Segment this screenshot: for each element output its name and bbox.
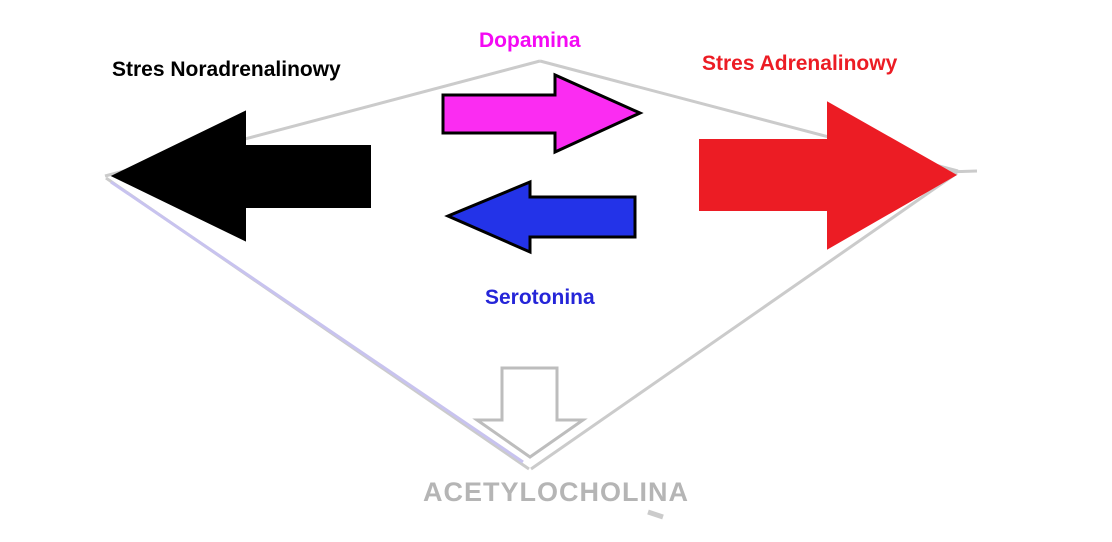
diamond-edge-bottom-right xyxy=(530,171,958,471)
noradrenaline-arrow xyxy=(110,110,371,242)
accent-line xyxy=(110,180,524,464)
dopamine-arrow xyxy=(441,72,644,155)
serotonin-arrow xyxy=(444,179,637,255)
acetylcholine-arrow xyxy=(472,366,588,459)
label-stres-noradrenalinowy: Stres Noradrenalinowy xyxy=(112,58,341,81)
label-stres-adrenalinowy: Stres Adrenalinowy xyxy=(702,52,898,75)
label-acetylocholina: ACETYLOCHOLINA xyxy=(423,477,689,507)
label-dopamina: Dopamina xyxy=(479,29,581,52)
stray-mark xyxy=(647,509,664,520)
adrenaline-arrow xyxy=(699,101,958,250)
label-serotonina: Serotonina xyxy=(485,286,595,309)
